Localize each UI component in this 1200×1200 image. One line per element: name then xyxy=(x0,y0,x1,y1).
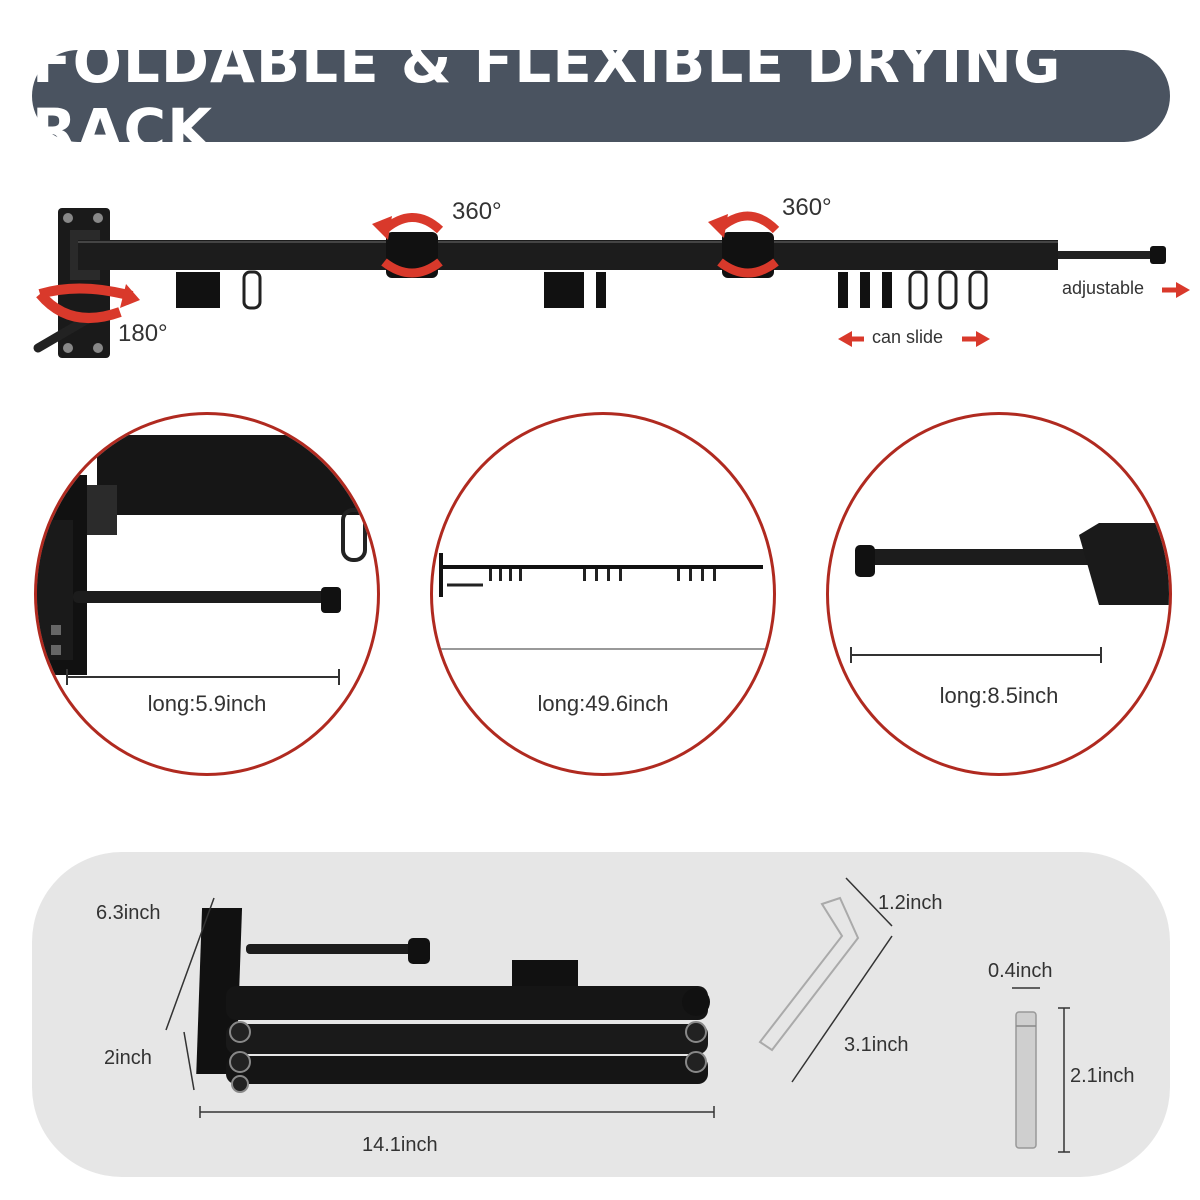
screw-length-label: 2.1inch xyxy=(1070,1065,1135,1087)
folded-height-top-label: 6.3inch xyxy=(96,902,161,924)
rotation-mid-label: 360° xyxy=(452,198,502,225)
folded-height-bottom-label: 2inch xyxy=(104,1047,152,1069)
slide-label: can slide xyxy=(872,327,944,347)
detail-full-length: long:49.6inch xyxy=(537,691,669,716)
wrench-long-label: 3.1inch xyxy=(844,1034,909,1056)
detail-rod-length: long:8.5inch xyxy=(939,683,1059,708)
detail-circle-mount: long:5.9inch xyxy=(34,412,380,776)
folded-length-label: 14.1inch xyxy=(362,1134,438,1156)
rotation-right-label: 360° xyxy=(782,194,832,221)
detail-mount-length: long:5.9inch xyxy=(147,691,267,716)
detail-circle-rod: long:8.5inch xyxy=(826,412,1172,776)
rack-illustration xyxy=(33,208,1190,358)
banner-title: FOLDABLE & FLEXIBLE DRYING RACK xyxy=(32,28,1062,164)
folded-rack-illustration xyxy=(165,877,1070,1153)
screw-width-label: 0.4inch xyxy=(988,960,1053,982)
title-banner: FOLDABLE & FLEXIBLE DRYING RACK xyxy=(32,28,1170,164)
detail-circle-full: long:49.6inch xyxy=(430,412,776,776)
adjustable-label: adjustable xyxy=(1062,278,1145,298)
wrench-short-label: 1.2inch xyxy=(878,892,943,914)
rotation-left-label: 180° xyxy=(118,320,168,347)
